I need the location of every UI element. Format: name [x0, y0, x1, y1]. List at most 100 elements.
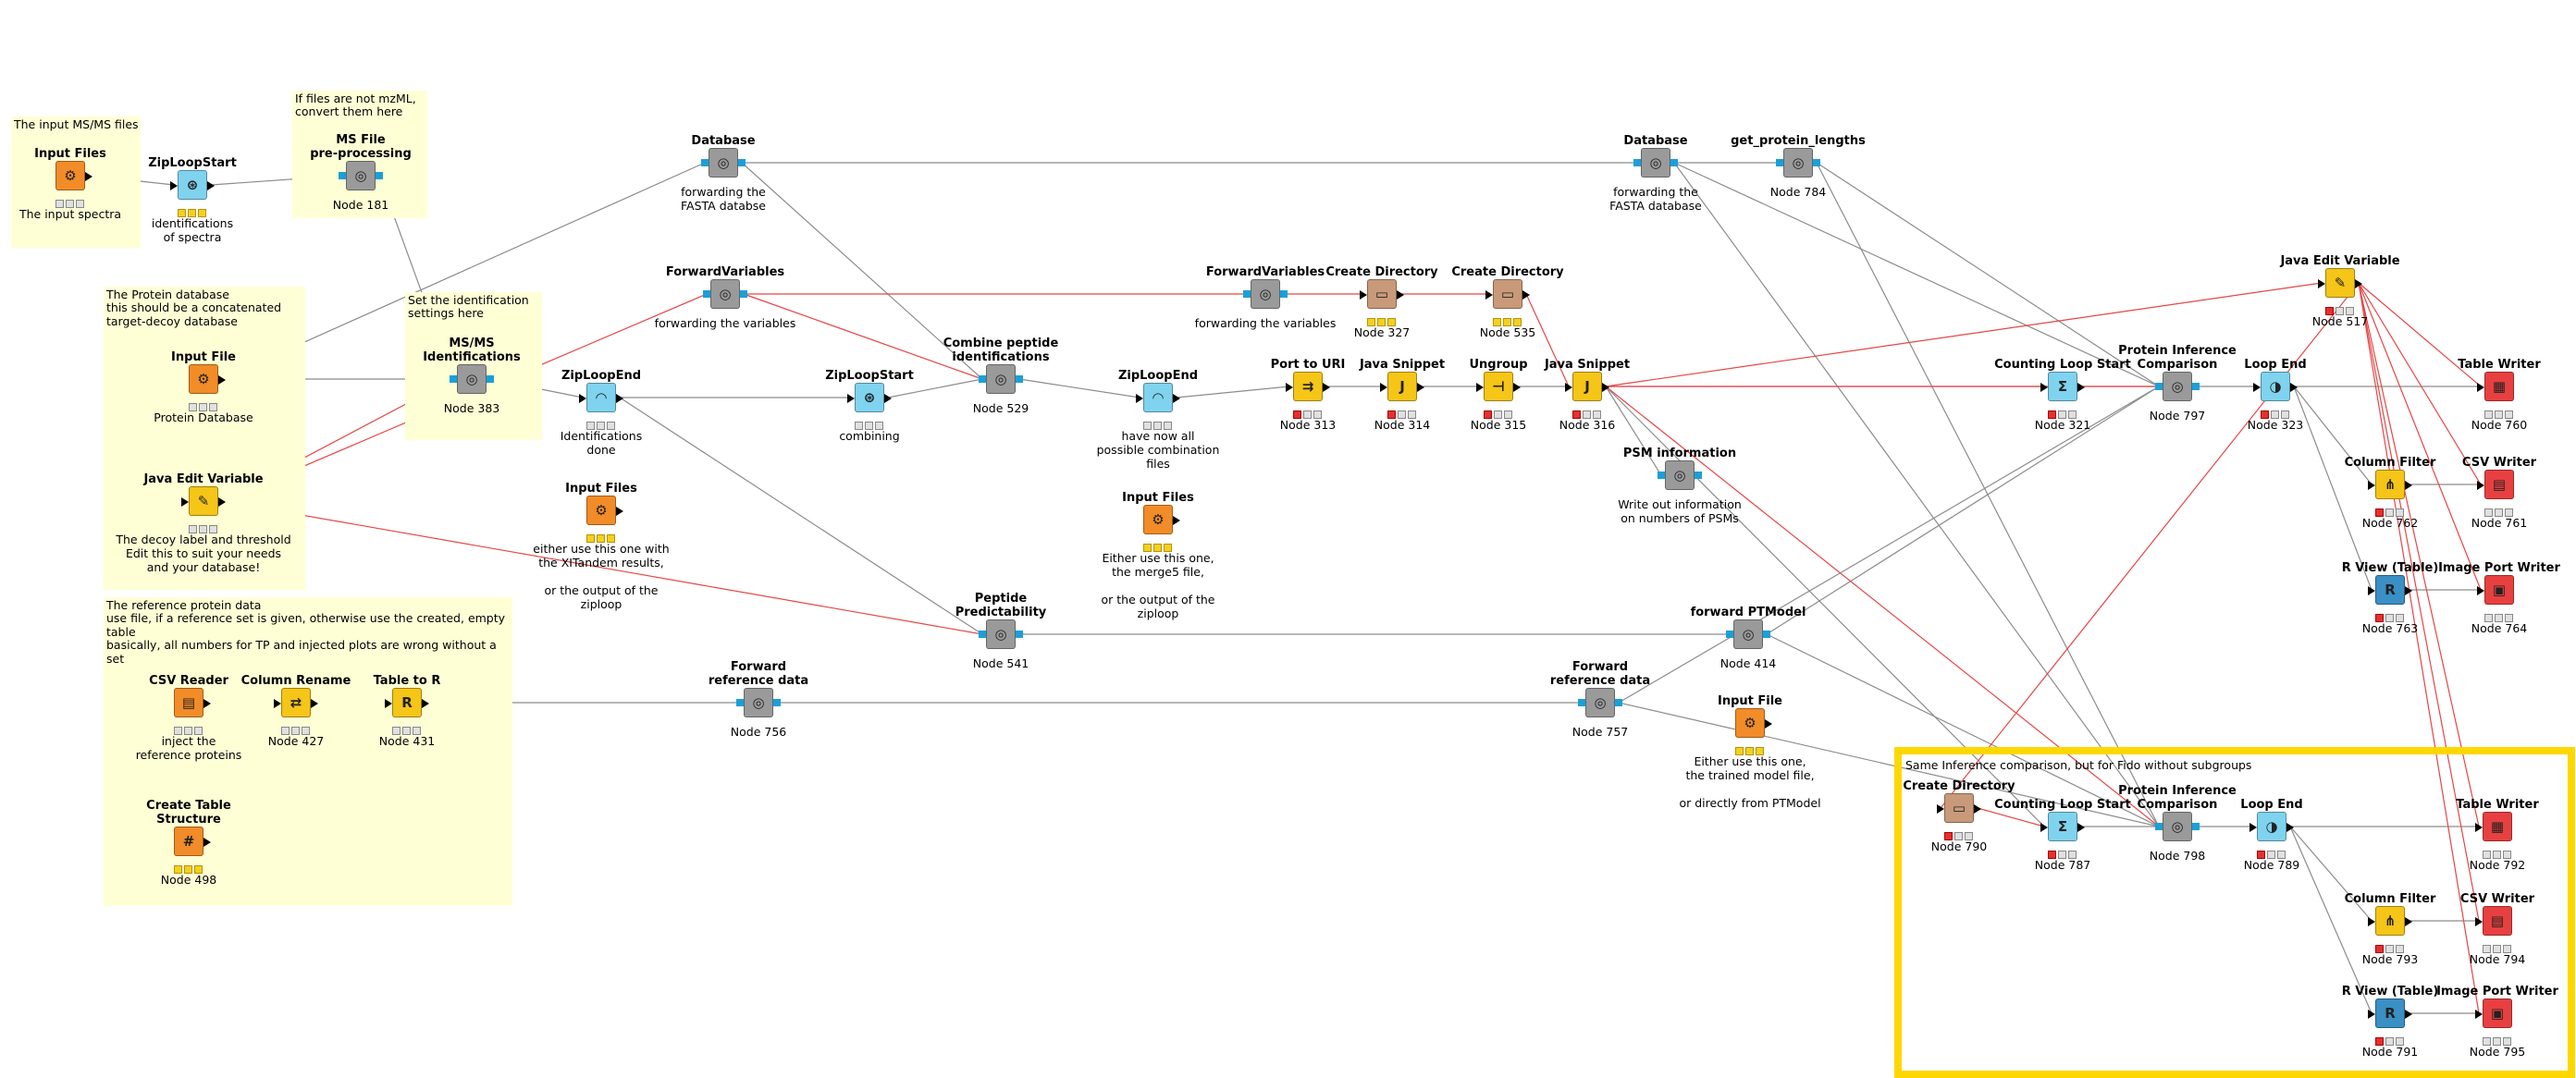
input-port[interactable]: [339, 172, 346, 179]
output-port[interactable]: [1323, 383, 1330, 392]
node-icon[interactable]: ▦: [2484, 372, 2514, 401]
output-port[interactable]: [422, 699, 429, 708]
node-icon[interactable]: ◎: [986, 619, 1016, 649]
input-port[interactable]: [2475, 917, 2483, 926]
input-port[interactable]: [2368, 481, 2375, 490]
node-protein-inference-1[interactable]: Protein Inference Comparison◎Node 797: [2066, 344, 2288, 423]
input-port[interactable]: [2477, 586, 2484, 595]
node-image-port-writer-1[interactable]: Image Port Writer▣Node 764: [2388, 561, 2576, 635]
node-create-directory-2[interactable]: Create Directory▭Node 535: [1397, 265, 1619, 339]
output-port[interactable]: [616, 394, 623, 403]
output-port[interactable]: [2405, 917, 2412, 926]
output-port[interactable]: [376, 172, 383, 179]
node-forwardvariables-1[interactable]: ForwardVariables◎forwarding the variable…: [614, 265, 836, 330]
node-icon[interactable]: ⚙: [1735, 708, 1765, 738]
node-icon[interactable]: ⋔: [2375, 906, 2405, 936]
input-port[interactable]: [979, 631, 986, 638]
node-ms-file-preprocessing[interactable]: MS File pre-processing◎Node 181: [250, 133, 472, 212]
input-port[interactable]: [2368, 586, 2375, 595]
output-port[interactable]: [2077, 383, 2085, 392]
node-ziploopstart-1[interactable]: ZipLoopStart⊛identifications of spectra: [81, 156, 303, 244]
node-column-filter-2[interactable]: Column Filter⋔Node 793: [2279, 892, 2501, 966]
node-icon[interactable]: ✎: [189, 486, 218, 516]
output-port[interactable]: [1522, 290, 1530, 300]
node-icon[interactable]: ◎: [2163, 812, 2192, 841]
node-forward-reference-1[interactable]: Forward reference data◎Node 756: [647, 660, 869, 739]
input-port[interactable]: [1726, 631, 1733, 638]
node-icon[interactable]: ◎: [1251, 279, 1280, 309]
node-input-files-3[interactable]: Input Files⚙Either use this one, the mer…: [1047, 491, 1269, 620]
node-psm-information[interactable]: PSM information◎Write out information on…: [1569, 447, 1791, 525]
node-forward-reference-2[interactable]: Forward reference data◎Node 757: [1489, 660, 1711, 739]
node-icon[interactable]: ⇉: [1293, 372, 1323, 401]
node-icon[interactable]: ◎: [346, 161, 376, 190]
node-icon[interactable]: ▣: [2483, 998, 2512, 1028]
input-port[interactable]: [579, 394, 586, 403]
input-port[interactable]: [2318, 279, 2325, 288]
input-port[interactable]: [701, 159, 709, 166]
node-input-file-protein-db[interactable]: Input File⚙Protein Database: [92, 350, 314, 424]
output-port[interactable]: [207, 181, 215, 190]
node-csv-writer-1[interactable]: CSV Writer▤Node 761: [2388, 456, 2576, 530]
output-port[interactable]: [2405, 1010, 2412, 1019]
node-column-filter-1[interactable]: Column Filter⋔Node 762: [2279, 456, 2501, 530]
node-csv-reader[interactable]: CSV Reader▤inject the reference proteins: [78, 674, 300, 762]
input-port[interactable]: [181, 497, 189, 507]
node-icon[interactable]: J: [1387, 372, 1417, 401]
node-icon[interactable]: ◎: [1641, 148, 1670, 178]
input-port[interactable]: [2155, 823, 2163, 830]
output-port[interactable]: [1670, 159, 1678, 166]
node-create-directory-1[interactable]: Create Directory▭Node 327: [1271, 265, 1493, 339]
node-image-port-writer-2[interactable]: Image Port Writer▣Node 795: [2386, 985, 2576, 1059]
node-forward-ptmodel[interactable]: forward PTModel◎Node 414: [1637, 606, 1859, 670]
node-database-2[interactable]: Database◎forwarding the FASTA database: [1545, 134, 1767, 213]
output-port[interactable]: [487, 375, 494, 383]
input-port[interactable]: [1578, 699, 1585, 706]
node-icon[interactable]: ⋔: [2375, 470, 2405, 499]
output-port[interactable]: [1615, 699, 1622, 706]
node-icon[interactable]: ◎: [986, 364, 1016, 394]
node-icon[interactable]: ◎: [2163, 372, 2192, 401]
node-msms-identifications[interactable]: MS/MS Identifications◎Node 383: [361, 337, 583, 415]
node-icon[interactable]: J: [1572, 372, 1602, 401]
node-table-writer-1[interactable]: Table Writer▦Node 760: [2388, 358, 2576, 432]
output-port[interactable]: [2405, 481, 2412, 490]
node-icon[interactable]: ◎: [744, 688, 773, 717]
node-icon[interactable]: ⚙: [586, 496, 616, 525]
input-port[interactable]: [1476, 383, 1484, 392]
output-port[interactable]: [740, 290, 747, 298]
node-loop-end-1[interactable]: Loop End◑Node 323: [2164, 358, 2386, 432]
input-port[interactable]: [170, 181, 178, 190]
node-icon[interactable]: R: [392, 688, 422, 717]
node-icon[interactable]: ◎: [710, 279, 740, 309]
node-icon[interactable]: ▤: [174, 688, 203, 717]
output-port[interactable]: [616, 507, 623, 516]
output-port[interactable]: [1016, 375, 1023, 383]
input-port[interactable]: [1380, 383, 1387, 392]
node-icon[interactable]: Σ: [2048, 372, 2077, 401]
node-icon[interactable]: ◎: [1585, 688, 1615, 717]
node-icon[interactable]: Σ: [2048, 812, 2077, 841]
node-input-files-2[interactable]: Input Files⚙either use this one with the…: [490, 482, 712, 611]
node-icon[interactable]: ◑: [2257, 812, 2286, 841]
output-port[interactable]: [1173, 394, 1180, 403]
node-input-files[interactable]: Input Files⚙The input spectra: [0, 147, 181, 221]
output-port[interactable]: [1280, 290, 1288, 298]
node-create-directory-3[interactable]: Create Directory▭Node 790: [1848, 779, 2070, 853]
output-port[interactable]: [2290, 383, 2298, 392]
node-icon[interactable]: ◎: [1733, 619, 1763, 649]
output-port[interactable]: [1974, 804, 1981, 814]
node-get-protein-lengths[interactable]: get_protein_lengths◎Node 784: [1687, 134, 1909, 199]
input-port[interactable]: [1485, 290, 1493, 300]
node-icon[interactable]: R: [2375, 998, 2405, 1028]
node-icon[interactable]: ◠: [586, 383, 616, 412]
output-port[interactable]: [773, 699, 781, 706]
input-port[interactable]: [2155, 383, 2163, 390]
node-icon[interactable]: ▭: [1944, 793, 1974, 823]
input-port[interactable]: [274, 699, 281, 708]
node-port-to-uri[interactable]: Port to URI⇉Node 313: [1197, 358, 1419, 432]
input-port[interactable]: [736, 699, 744, 706]
input-port[interactable]: [1658, 472, 1665, 479]
